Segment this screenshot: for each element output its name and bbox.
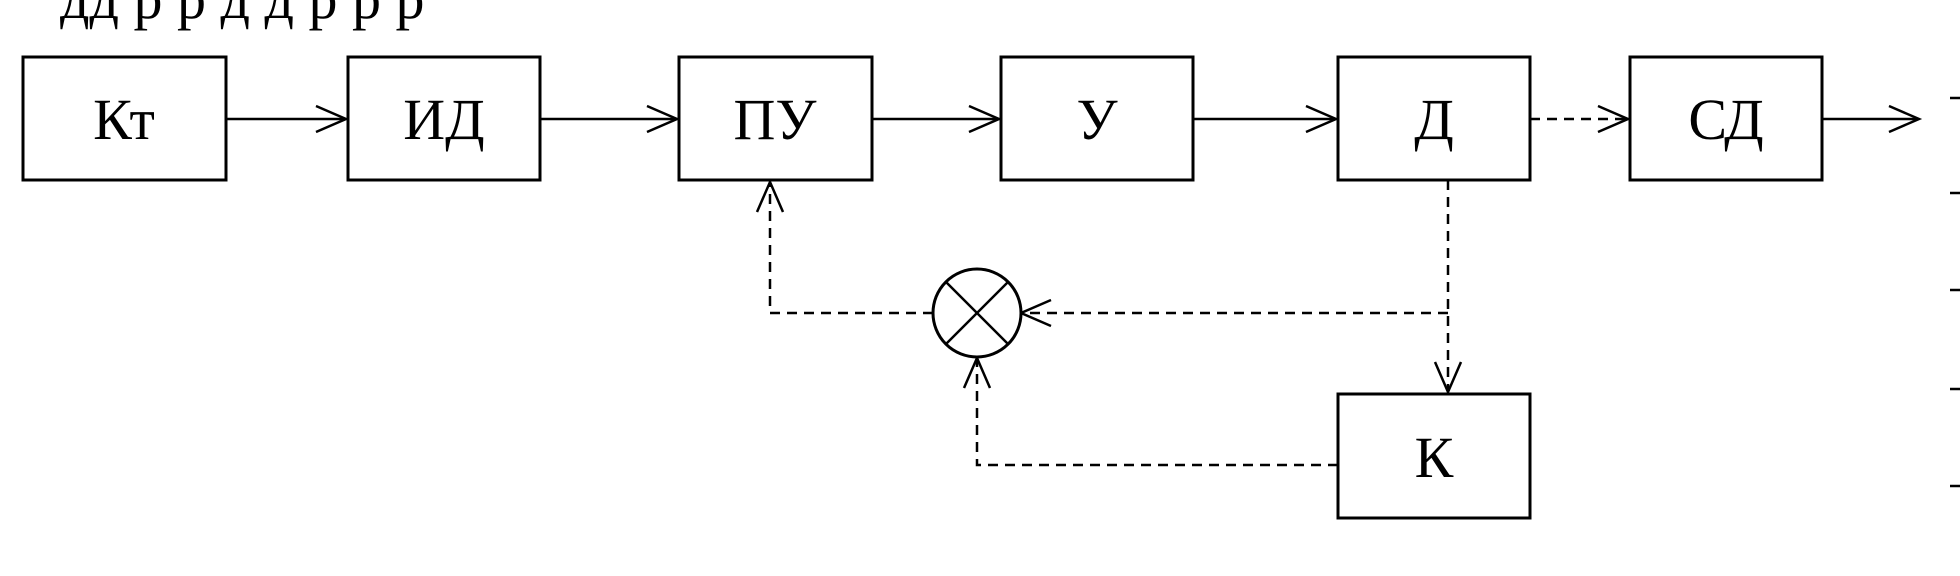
block-d-label: Д [1414,87,1454,152]
arrow-kt-to-id [226,104,350,134]
block-kt-label: Кт [93,87,155,152]
block-k-label: К [1415,425,1454,490]
feedback-sum-to-pu [755,178,933,315]
feedback-d-down-to-k [1433,180,1463,396]
block-sd: СД [1628,55,1824,182]
arrow-u-to-d [1193,104,1340,134]
block-u-label: У [1076,87,1118,152]
feedback-d-to-sum [1017,298,1448,328]
block-d: Д [1336,55,1532,182]
header-text-fragment: дд р р д д р р р [60,0,425,31]
summing-junction [931,267,1023,359]
arrow-d-to-sd [1530,104,1632,134]
block-k: К [1336,392,1532,520]
arrow-pu-to-u [872,104,1003,134]
arrow-id-to-pu [540,104,681,134]
block-id: ИД [346,55,542,182]
block-kt: Кт [21,55,228,182]
block-pu: ПУ [677,55,874,182]
block-id-label: ИД [403,87,484,152]
feedback-k-to-sum [962,354,1338,467]
block-sd-label: СД [1688,87,1763,152]
arrow-sd-output [1822,104,1923,134]
block-u: У [999,55,1195,182]
edge-tick-marks [1950,96,1960,488]
block-pu-label: ПУ [734,87,818,152]
